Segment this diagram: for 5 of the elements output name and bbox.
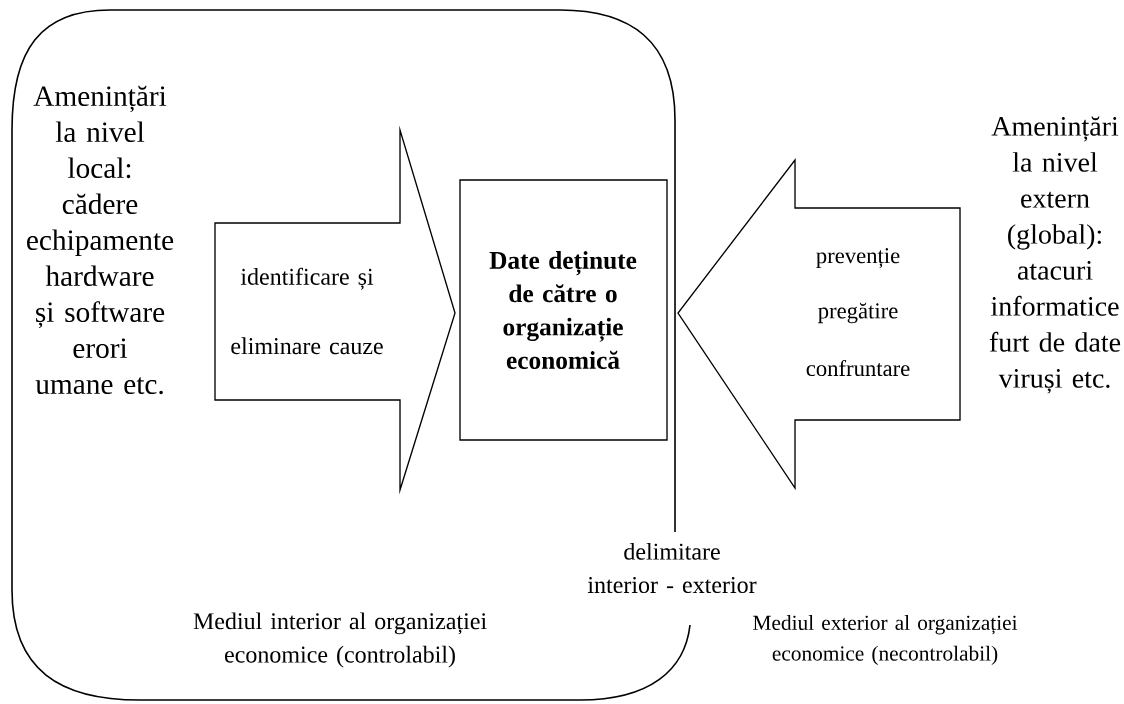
threat-text: Amenințări la nivel extern (global): atacuri informatice furt de date viruși etc. xyxy=(989,116,1121,394)
boundary-label: delimitare interior - exterior xyxy=(587,542,757,594)
data-box: Date deținute de către o organizație economică xyxy=(459,179,668,441)
threat-text: Amenințări la nivel local: cădere echipamente hardware și software erori umane etc. xyxy=(27,85,174,395)
environment-label: Mediul exterior al organizației economice (necontrolabil) xyxy=(753,615,1018,665)
